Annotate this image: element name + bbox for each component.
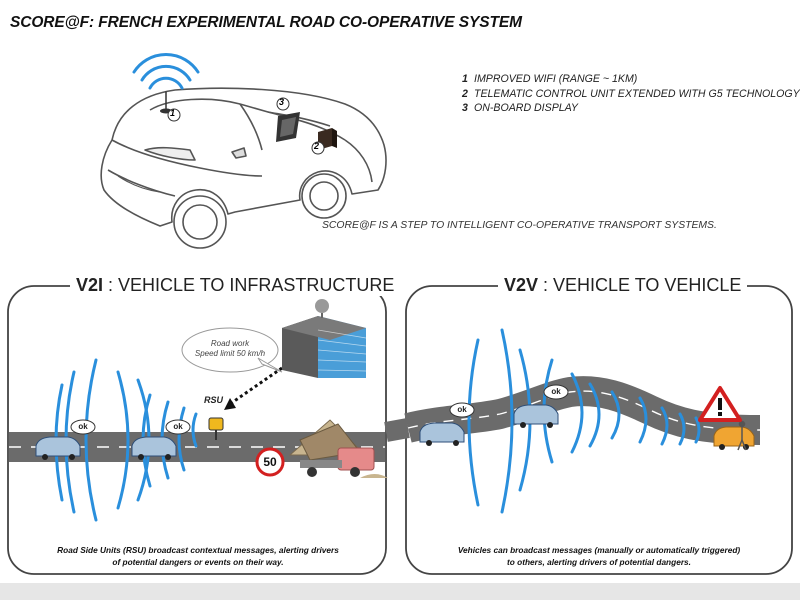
- v2v-road-extension: [384, 418, 410, 442]
- v2v-ok-bubbles: [449, 384, 569, 418]
- rsu-link-arrow: [229, 366, 283, 406]
- v2i-caption: Road Side Units (RSU) broadcast contextu…: [57, 545, 339, 567]
- v2v-caption: Vehicles can broadcast messages (manuall…: [457, 545, 741, 567]
- road-work-truck: [288, 419, 388, 478]
- building-icon: [282, 299, 367, 378]
- car-illustration: [100, 87, 387, 249]
- tagline: SCORE@F IS A STEP TO INTELLIGENT CO-OPER…: [322, 220, 717, 231]
- v2i-panel-title: V2I : VEHICLE TO INFRASTRUCTURE: [70, 275, 401, 296]
- v2v-panel-title: V2V : VEHICLE TO VEHICLE: [498, 275, 748, 296]
- warning-triangle-icon: [698, 386, 742, 422]
- road-work-bubble: [181, 327, 283, 373]
- v2i-ok-label: ok: [78, 422, 88, 431]
- diagram-graphics: [7, 53, 793, 575]
- v2v-road-lane-marking: [407, 390, 761, 431]
- rsu-icon: [208, 417, 224, 440]
- road-work-message: Road work Speed limit 50 km/h: [194, 339, 266, 358]
- rsu-label: RSU: [204, 395, 224, 405]
- v2v-car-1: [419, 422, 465, 446]
- diagram-canvas: SCORE@F: FRENCH EXPERIMENTAL ROAD CO-OPE…: [0, 0, 800, 583]
- v2i-ok-bubbles: [70, 419, 191, 435]
- car-marker-1: 1: [170, 108, 176, 118]
- car-marker-3: 3: [279, 97, 285, 107]
- v2i-car-1: [35, 436, 81, 460]
- speed-limit-value: 50: [263, 455, 277, 469]
- v2v-hazard-car: [713, 426, 755, 450]
- v2v-ok-label: ok: [551, 387, 561, 396]
- v2i-car-2: [131, 436, 177, 460]
- car-marker-2: 2: [314, 141, 320, 151]
- page-title: SCORE@F: FRENCH EXPERIMENTAL ROAD CO-OPE…: [10, 14, 522, 31]
- onboard-display-icon: [276, 112, 300, 142]
- wifi-icon: [132, 53, 200, 114]
- v2v-ok-label: ok: [457, 405, 467, 414]
- pedestrian-icon: [737, 420, 747, 451]
- car-marker-circles: [167, 97, 325, 155]
- speed-limit-sign: [255, 447, 285, 477]
- rsu-link-arrowhead: [224, 398, 236, 410]
- v2i-ok-label: ok: [173, 422, 183, 431]
- v2v-car-2: [513, 404, 559, 428]
